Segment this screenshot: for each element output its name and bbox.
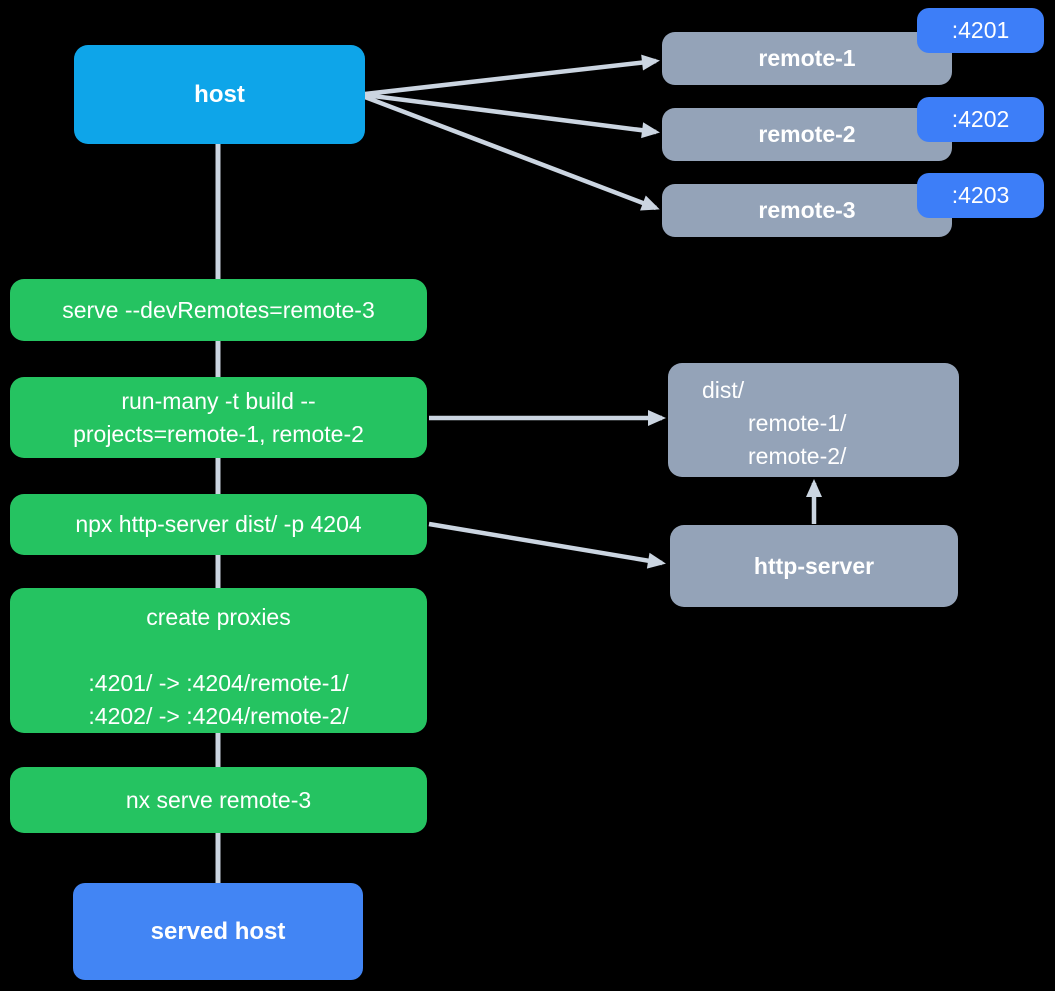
step-run-many-line1: run-many -t build --: [121, 387, 316, 414]
step-create-proxies: create proxies :4201/ -> :4204/remote-1/…: [10, 588, 427, 733]
step-npx-http-server: npx http-server dist/ -p 4204: [10, 494, 427, 555]
node-remote-1-label: remote-1: [758, 45, 856, 71]
port-badge-4203: :4203: [917, 173, 1044, 218]
step-run-many: run-many -t build -- projects=remote-1, …: [10, 377, 427, 458]
port-badge-4201: :4201: [917, 8, 1044, 53]
node-remote-1: remote-1: [662, 32, 952, 85]
step-create-proxies-title: create proxies: [146, 604, 291, 630]
node-remote-2-label: remote-2: [758, 121, 856, 147]
step-nx-serve-label: nx serve remote-3: [125, 786, 312, 813]
node-dist-folder: dist/ remote-1/ remote-2/: [668, 363, 959, 477]
node-remote-3: remote-3: [662, 184, 952, 237]
arrow-host-remote-3: [364, 94, 660, 211]
port-badge-4203-label: :4203: [951, 182, 1010, 208]
port-badge-4202-label: :4202: [951, 106, 1010, 132]
step-create-proxies-line2: :4202/ -> :4204/remote-2/: [88, 703, 349, 729]
step-npx-http-server-label: npx http-server dist/ -p 4204: [75, 511, 362, 537]
step-serve-devremotes-label: serve --devRemotes=remote-3: [62, 296, 375, 323]
step-serve-devremotes: serve --devRemotes=remote-3: [10, 279, 427, 341]
arrow-npx-http-server: [428, 521, 666, 569]
node-remote-3-label: remote-3: [758, 197, 856, 223]
node-host-label: host: [194, 81, 245, 108]
node-host: host: [74, 45, 365, 144]
node-served-host: served host: [73, 883, 363, 980]
arrow-host-remote-2: [364, 92, 660, 139]
arrow-host-remote-1: [364, 54, 660, 97]
step-run-many-line2: projects=remote-1, remote-2: [73, 420, 364, 447]
dist-folder-remote-2: remote-2/: [748, 443, 847, 469]
port-badge-4201-label: :4201: [951, 17, 1010, 43]
step-nx-serve: nx serve remote-3: [10, 767, 427, 833]
node-served-host-label: served host: [150, 918, 286, 945]
node-http-server-label: http-server: [753, 552, 875, 579]
step-create-proxies-line1: :4201/ -> :4204/remote-1/: [88, 670, 349, 696]
node-remote-2: remote-2: [662, 108, 952, 161]
dist-folder-remote-1: remote-1/: [748, 410, 847, 436]
port-badge-4202: :4202: [917, 97, 1044, 142]
dist-folder-root: dist/: [702, 377, 745, 403]
node-http-server: http-server: [670, 525, 958, 607]
